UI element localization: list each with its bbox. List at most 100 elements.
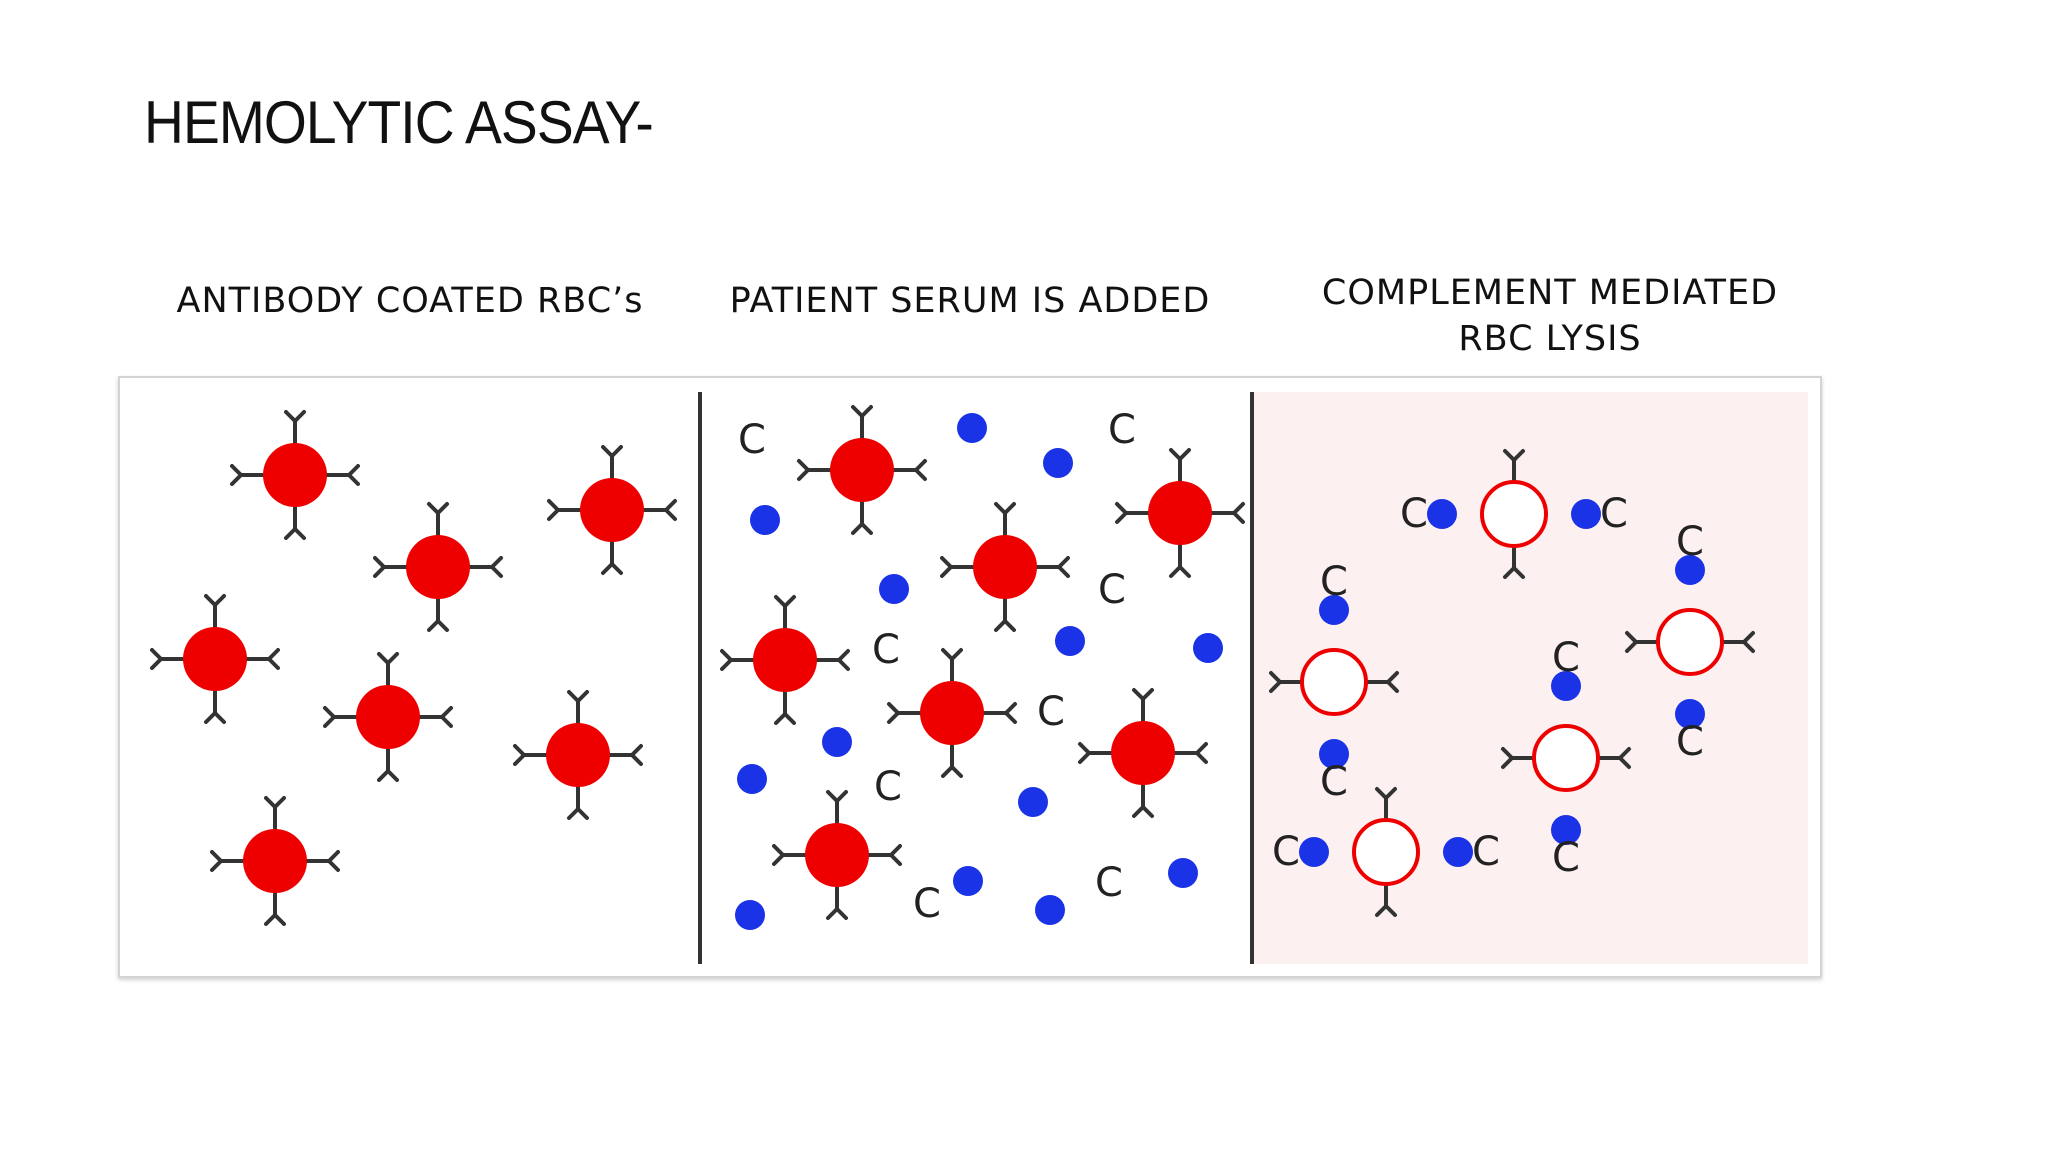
antibody-icon (264, 796, 286, 835)
antibody-icon (601, 536, 623, 575)
rbc-icon (805, 823, 869, 887)
complement-protein-dot (737, 764, 767, 794)
antibody-icon (797, 459, 836, 481)
antibody-icon (150, 648, 189, 670)
antibody-icon (241, 648, 280, 670)
complement-protein-dot (1299, 837, 1329, 867)
complement-protein-dot (1675, 699, 1705, 729)
antibody-icon (377, 743, 399, 782)
complement-protein-dot (1319, 739, 1349, 769)
complement-label: C (1676, 519, 1704, 565)
antibody-icon (373, 556, 412, 578)
rbc-icon (753, 628, 817, 692)
antibody-icon (1206, 502, 1245, 524)
antibody-icon (941, 648, 963, 687)
antibody-icon (284, 410, 306, 449)
antibody-icon (1078, 742, 1117, 764)
antibody-icon (414, 706, 453, 728)
complement-protein-dot (735, 900, 765, 930)
antibody-icon (604, 744, 643, 766)
antibody-icon (851, 496, 873, 535)
complement-label: C (1272, 829, 1300, 875)
complement-protein-dot (1193, 633, 1223, 663)
complement-label: C (1676, 719, 1704, 765)
complement-protein-dot (1055, 626, 1085, 656)
complement-protein-dot (1551, 671, 1581, 701)
slide-title: HEMOLYTIC ASSAY- (144, 89, 654, 156)
complement-protein-dot (1571, 499, 1601, 529)
antibody-icon (1115, 502, 1154, 524)
lysed-rbc-icon (1656, 608, 1724, 676)
antibody-icon (1031, 556, 1070, 578)
rbc-icon (1148, 481, 1212, 545)
complement-label: C (1320, 759, 1348, 805)
complement-protein-dot (750, 505, 780, 535)
antibody-icon (994, 593, 1016, 632)
antibody-icon (720, 649, 759, 671)
antibody-icon (1169, 448, 1191, 487)
rbc-icon (406, 535, 470, 599)
antibody-icon (887, 702, 926, 724)
antibody-icon (204, 685, 226, 724)
antibody-icon (321, 464, 360, 486)
antibody-icon (1132, 779, 1154, 818)
antibody-icon (377, 652, 399, 691)
panel-label-serum-added: PATIENT SERUM IS ADDED (729, 281, 1211, 321)
antibody-icon (1169, 742, 1208, 764)
antibody-icon (427, 593, 449, 632)
complement-protein-dot (1675, 555, 1705, 585)
lysed-rbc-icon (1532, 724, 1600, 792)
complement-label: C (1095, 860, 1123, 906)
rbc-icon (1111, 721, 1175, 785)
antibody-icon (284, 501, 306, 540)
antibody-icon (264, 887, 286, 926)
antibody-icon (547, 499, 586, 521)
complement-label: C (913, 881, 941, 927)
lysed-rbc-icon (1480, 480, 1548, 548)
complement-protein-dot (822, 727, 852, 757)
rbc-icon (973, 535, 1037, 599)
antibody-icon (978, 702, 1017, 724)
antibody-icon (567, 690, 589, 729)
antibody-icon (1169, 539, 1191, 578)
complement-label: C (1037, 689, 1065, 735)
complement-protein-dot (1443, 837, 1473, 867)
complement-label: C (874, 764, 902, 810)
panel-label-complement-lysis: COMPLEMENT MEDIATED RBC LYSIS (1321, 273, 1779, 359)
complement-protein-dot (1168, 858, 1198, 888)
antibody-icon (826, 790, 848, 829)
complement-protein-dot (957, 413, 987, 443)
rbc-icon (183, 627, 247, 691)
antibody-icon (811, 649, 850, 671)
rbc-icon (546, 723, 610, 787)
complement-protein-dot (1035, 895, 1065, 925)
rbc-icon (243, 829, 307, 893)
panel-label-antibody-coated: ANTIBODY COATED RBC’s (176, 281, 644, 321)
antibody-icon (888, 459, 927, 481)
complement-protein-dot (1427, 499, 1457, 529)
complement-protein-dot (1319, 595, 1349, 625)
complement-label: C (738, 417, 766, 463)
complement-label: C (1400, 491, 1428, 537)
complement-label: C (1098, 567, 1126, 613)
complement-label: C (1600, 491, 1628, 537)
antibody-icon (638, 499, 677, 521)
complement-label: C (872, 627, 900, 673)
complement-label: C (1472, 829, 1500, 875)
antibody-icon (774, 686, 796, 725)
antibody-icon (994, 502, 1016, 541)
antibody-icon (210, 850, 249, 872)
antibody-icon (601, 445, 623, 484)
complement-protein-dot (1043, 448, 1073, 478)
complement-label: C (1552, 835, 1580, 881)
complement-protein-dot (1551, 815, 1581, 845)
antibody-icon (230, 464, 269, 486)
antibody-icon (513, 744, 552, 766)
antibody-icon (567, 781, 589, 820)
antibody-icon (772, 844, 811, 866)
antibody-icon (774, 595, 796, 634)
antibody-icon (427, 502, 449, 541)
complement-protein-dot (953, 866, 983, 896)
complement-label: C (1108, 407, 1136, 453)
